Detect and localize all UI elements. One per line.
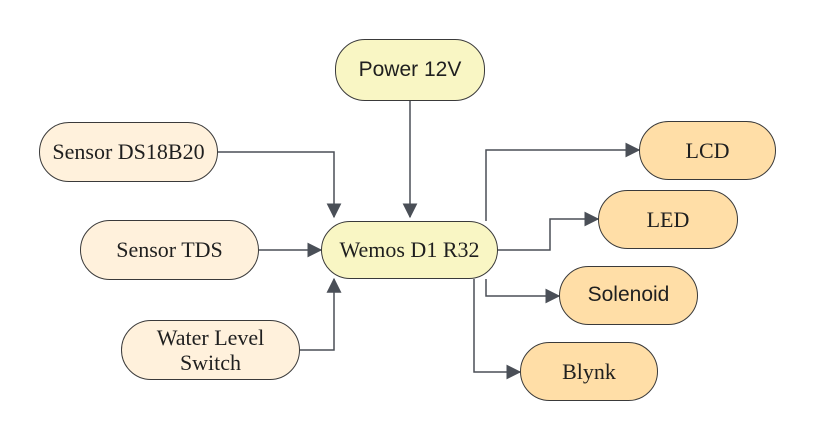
sensor-ds18b20-node: Sensor DS18B20	[39, 122, 218, 182]
wemos-d1-r32-node: Wemos D1 R32	[321, 221, 498, 279]
connector-hub-to-solenoid	[485, 279, 561, 304]
wemos-d1-r32-label: Wemos D1 R32	[339, 237, 480, 263]
power-label: Power 12V	[358, 57, 462, 81]
led-node: LED	[598, 190, 738, 249]
lcd-label: LCD	[685, 137, 730, 163]
connector-hub-to-led	[498, 211, 600, 251]
sensor-tds-label: Sensor TDS	[116, 237, 223, 263]
blynk-label: Blynk	[562, 358, 616, 384]
sensor-tds-node: Sensor TDS	[80, 220, 259, 280]
connector-hub-to-lcd	[485, 142, 641, 221]
power-node: Power 12V	[335, 39, 485, 101]
led-label: LED	[646, 206, 690, 232]
solenoid-label: Solenoid	[587, 283, 670, 307]
solenoid-node: Solenoid	[559, 266, 698, 325]
connector-ds18b20-to-hub	[218, 151, 342, 219]
connector-water-level-to-hub	[300, 277, 342, 351]
lcd-node: LCD	[639, 121, 776, 180]
water-level-switch-label: Water Level Switch	[156, 324, 265, 375]
sensor-ds18b20-label: Sensor DS18B20	[52, 139, 205, 165]
blynk-node: Blynk	[520, 342, 658, 401]
water-level-switch-node: Water Level Switch	[121, 320, 300, 380]
connector-hub-to-blynk	[473, 279, 522, 380]
